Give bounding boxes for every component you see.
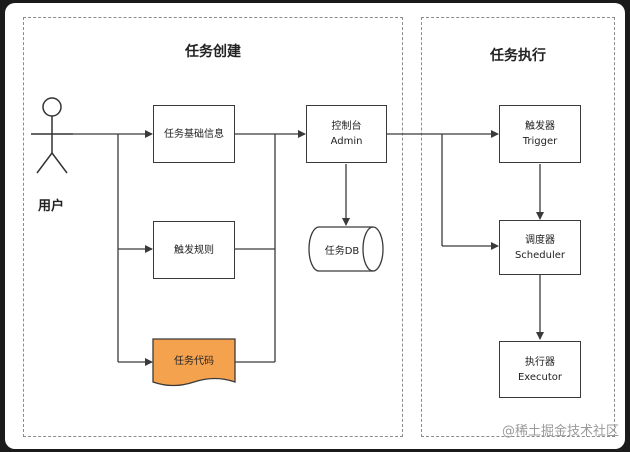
- task-execution-panel: [421, 17, 615, 437]
- connector-layer: [31, 97, 544, 387]
- node-scheduler: 调度器 Scheduler: [499, 220, 581, 275]
- task-execution-title: 任务执行: [490, 48, 546, 64]
- node-console-line1: 控制台: [331, 121, 362, 132]
- node-console: 控制台 Admin: [306, 105, 387, 163]
- node-executor-line2: Executor: [517, 371, 563, 383]
- task-code-document-shape: [152, 338, 236, 387]
- node-trigger-rule: 触发规则: [153, 221, 235, 279]
- node-console-line2: Admin: [330, 136, 363, 147]
- node-executor: 执行器 Executor: [499, 341, 581, 398]
- node-basic-info-label: 任务基础信息: [164, 128, 224, 140]
- node-trigger-line1: 触发器: [525, 121, 555, 132]
- node-trigger-rule-label: 触发规则: [174, 244, 214, 256]
- node-task-code-label: 任务代码: [174, 355, 214, 367]
- node-scheduler-line2: Scheduler: [514, 249, 566, 261]
- node-trigger: 触发器 Trigger: [499, 105, 581, 163]
- task-creation-panel: [23, 17, 403, 437]
- task-creation-title: 任务创建: [185, 44, 241, 60]
- node-basic-info: 任务基础信息: [153, 105, 235, 163]
- node-task-code: 任务代码: [153, 339, 235, 383]
- task-db-cylinder: [308, 226, 384, 272]
- user-actor-label: 用户: [38, 199, 65, 214]
- user-actor-icon: [31, 97, 73, 174]
- node-trigger-line2: Trigger: [522, 136, 558, 147]
- diagram-canvas: 任务创建 任务执行: [5, 3, 625, 449]
- node-scheduler-line1: 调度器: [525, 234, 555, 246]
- node-executor-line1: 执行器: [525, 356, 555, 368]
- site-watermark: @稀土掘金技术社区: [501, 424, 619, 439]
- node-task-db-label: 任务DB: [324, 246, 360, 257]
